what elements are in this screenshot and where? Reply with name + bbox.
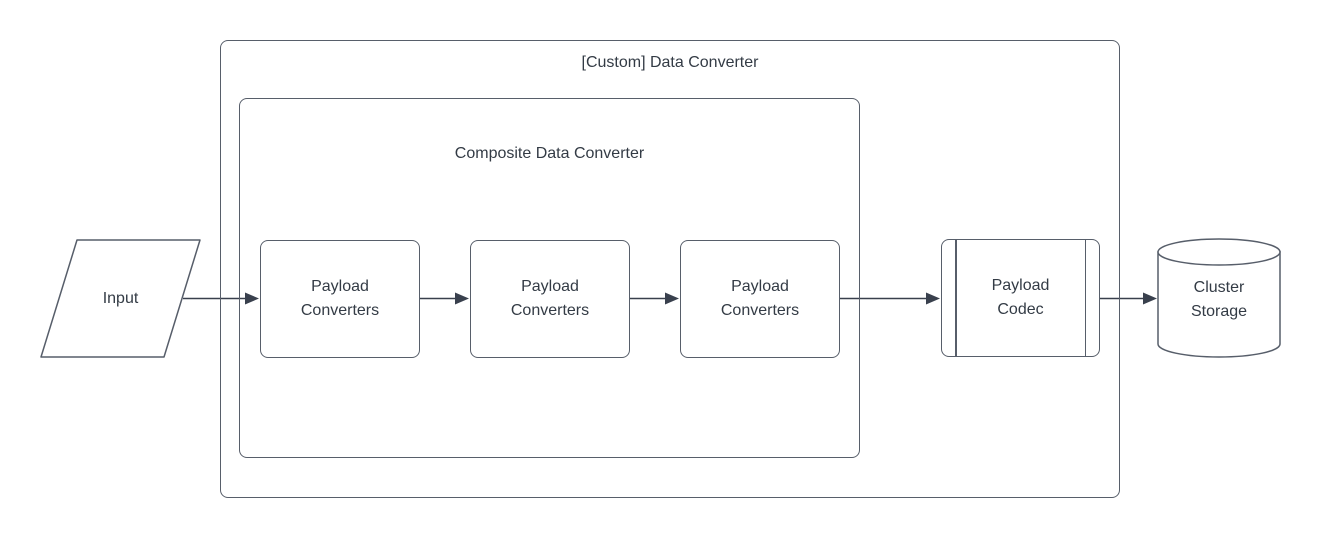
custom-data-converter-title: [Custom] Data Converter: [581, 54, 759, 71]
payload-codec-node: Payload Codec: [941, 239, 1100, 357]
payload-converters-node-1: Payload Converters: [260, 240, 420, 358]
cluster-storage-node: Cluster Storage: [1158, 246, 1280, 354]
input-parallelogram-shape: [40, 239, 201, 358]
composite-data-converter-title: Composite Data Converter: [454, 145, 645, 162]
arrow-converter1-to-converter2: [420, 292, 469, 305]
arrow-converter3-to-codec: [840, 292, 940, 305]
payload-converters-node-3: Payload Converters: [680, 240, 840, 358]
codec-left-bar: [955, 240, 957, 356]
custom-data-converter-container: [Custom] Data Converter: [220, 40, 1120, 498]
cluster-storage-label: Cluster Storage: [1190, 279, 1248, 320]
composite-data-converter-container: Composite Data Converter: [239, 98, 860, 458]
input-node-label: Input: [102, 289, 139, 307]
input-node: Input: [41, 240, 200, 357]
storage-cylinder-top: [1157, 238, 1281, 266]
payload-converters-label-2: Payload Converters: [510, 278, 590, 319]
arrow-codec-to-storage: [1100, 292, 1157, 305]
arrow-input-to-converter1: [183, 292, 259, 305]
payload-converters-label-3: Payload Converters: [720, 278, 800, 319]
payload-converters-node-2: Payload Converters: [470, 240, 630, 358]
storage-cylinder-body: [1157, 251, 1281, 358]
codec-right-bar: [1084, 240, 1086, 356]
arrow-converter2-to-converter3: [630, 292, 679, 305]
payload-converters-label-1: Payload Converters: [300, 278, 380, 319]
payload-codec-label: Payload Codec: [991, 277, 1050, 318]
